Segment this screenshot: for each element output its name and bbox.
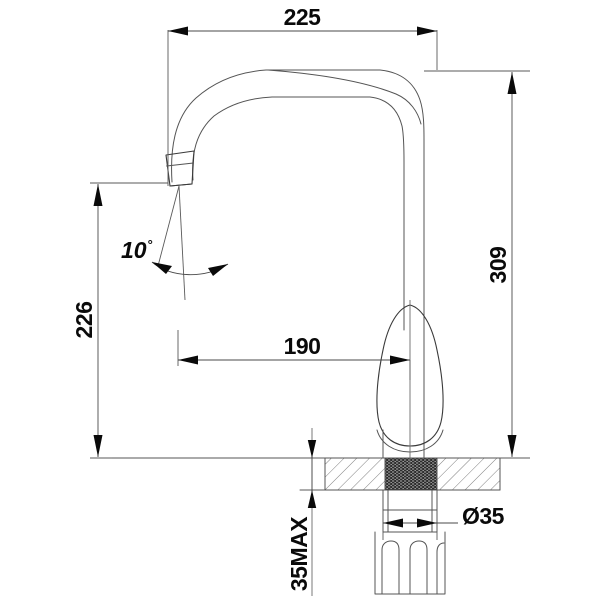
dimension-label-35max: 35MAX [286, 516, 312, 591]
spout-outer-profile [171, 69, 425, 301]
aerator-collar-line [166, 162, 194, 167]
angle-ref-slant [157, 185, 180, 267]
arrowhead-225-right [417, 26, 437, 36]
arrowhead-309-top [507, 72, 517, 94]
mounting-surface-section [109, 457, 501, 491]
arrowhead-190-left [178, 355, 198, 365]
arrowhead-dia35-right [417, 518, 437, 528]
arrowhead-angle-right [208, 264, 228, 276]
countertop-hatch-right [437, 458, 500, 490]
dimension-label-225: 225 [284, 4, 322, 30]
spout-inner-profile [192, 96, 405, 301]
dimension-309-group: 309 [424, 70, 530, 459]
arrowhead-225-left [168, 26, 188, 36]
arrowhead-226-bottom [93, 435, 103, 457]
arrowhead-190-right [390, 355, 410, 365]
dimension-225-group: 225 [167, 4, 438, 186]
dimension-35max-group: 35MAX [286, 440, 325, 591]
angle-ref-vertical [178, 185, 186, 301]
dimension-226-group: 226 [71, 182, 168, 459]
gasket-block-outline [384, 457, 438, 491]
arrowhead-dia35-left [383, 518, 403, 528]
arrowhead-226-top [93, 184, 103, 206]
dimension-label-diameter35: Ø35 [462, 503, 505, 529]
dimension-label-angle: 10 [121, 237, 147, 263]
dimension-190-group: 190 [177, 330, 411, 380]
arrowhead-35max-bottom [307, 490, 317, 508]
arrowhead-309-bottom [507, 435, 517, 457]
countertop-hatch-left [325, 458, 385, 490]
flute-slot-2 [409, 540, 428, 595]
arrowhead-35max-top [307, 440, 317, 458]
dimension-diameter35-group: Ø35 [382, 503, 505, 540]
spout-top-ridge [267, 69, 422, 125]
aerator-outlet-face [169, 183, 193, 187]
dimension-label-309: 309 [485, 247, 511, 284]
arrowhead-angle-left [152, 262, 172, 274]
dimension-label-190: 190 [284, 333, 321, 359]
flute-slot-3 [436, 542, 445, 595]
dimension-label-226: 226 [71, 302, 97, 339]
flute-slot-1 [381, 540, 400, 595]
degree-symbol: ° [147, 237, 153, 252]
dimension-angle-group: 10 ° [121, 185, 229, 301]
gasket-dense-block [385, 458, 437, 490]
